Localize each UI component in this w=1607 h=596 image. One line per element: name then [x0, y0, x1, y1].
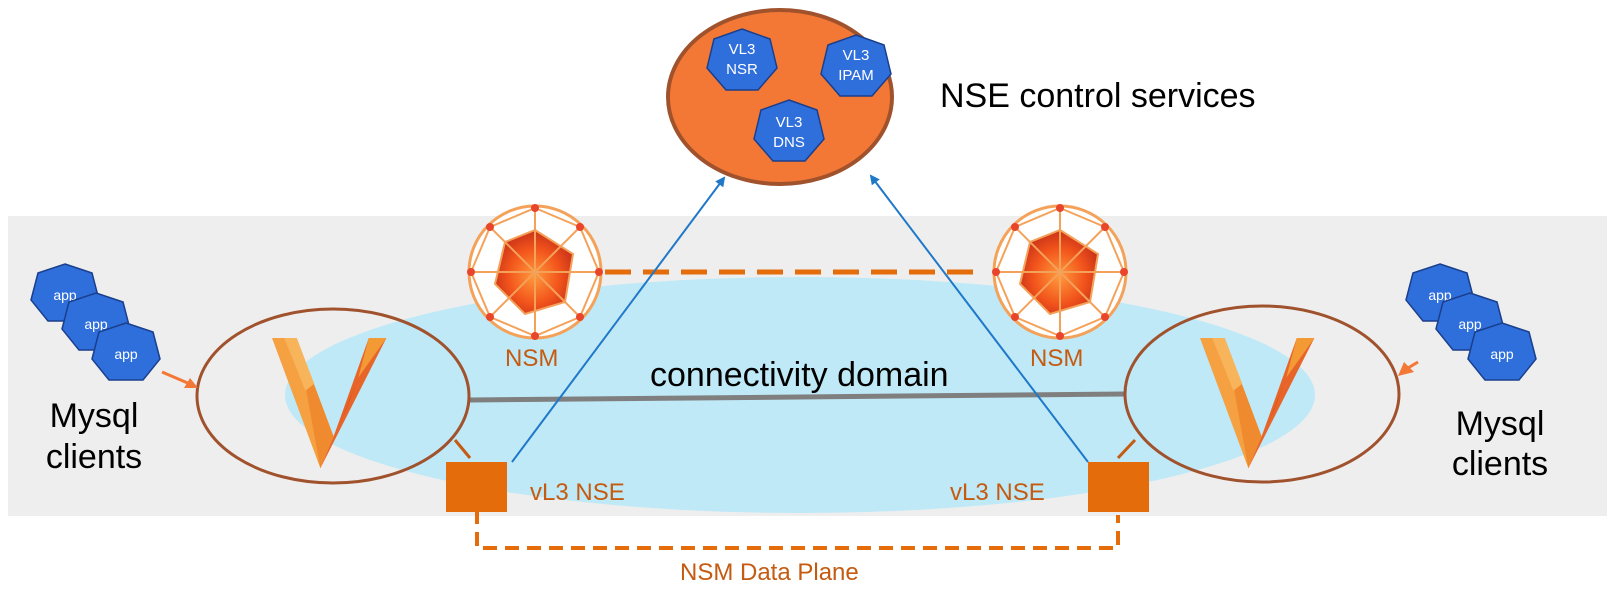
- left-clients-label-line2: clients: [46, 438, 142, 476]
- hexagon-icon: [706, 28, 778, 91]
- control-services-label: NSE control services: [940, 77, 1256, 115]
- hexagon-icon: [753, 99, 825, 162]
- left-client-arrow: [161, 370, 191, 386]
- hexagon-icon: [91, 322, 161, 381]
- right-client-arrowhead: [1398, 362, 1414, 376]
- data-plane-label: NSM Data Plane: [680, 559, 859, 586]
- left-client-arrowhead: [184, 378, 198, 388]
- left-clients-label-line1: Mysql: [50, 397, 139, 435]
- right-clients-label-line1: Mysql: [1456, 405, 1545, 443]
- service-label-line1: VL3: [729, 41, 756, 58]
- service-label-line1: VL3: [843, 47, 870, 64]
- service-label-line2: NSR: [726, 61, 758, 78]
- app-label: app: [84, 316, 108, 332]
- left-nse-connector: [453, 439, 472, 459]
- app-label: app: [1458, 316, 1482, 332]
- app-label: app: [53, 287, 77, 303]
- right-control-arrow: [869, 174, 1089, 463]
- right-nse-box: [1088, 462, 1149, 512]
- app-label: app: [1428, 287, 1452, 303]
- right-clients-label-line2: clients: [1452, 445, 1548, 483]
- nse-label-right: vL3 NSE: [950, 479, 1045, 506]
- connectivity-domain-label: connectivity domain: [650, 356, 949, 394]
- nse-label-left: vL3 NSE: [530, 479, 625, 506]
- service-vl3-ipam: VL3 IPAM: [820, 34, 892, 97]
- service-vl3-nsr: VL3 NSR: [706, 28, 778, 91]
- nsm-label-left: NSM: [505, 345, 558, 372]
- service-vl3-dns: VL3 DNS: [753, 99, 825, 162]
- right-nse-circle: [1123, 304, 1401, 484]
- hexagon-icon: [1467, 322, 1537, 381]
- left-app-stack: app app app: [30, 263, 161, 381]
- service-label-line1: VL3: [776, 114, 803, 131]
- nsm-label-right: NSM: [1030, 345, 1083, 372]
- geodesic-sphere-icon: [467, 204, 603, 340]
- hexagon-icon: [820, 34, 892, 97]
- right-nse-connector: [1116, 438, 1137, 460]
- left-control-arrow: [511, 176, 726, 463]
- domain-connector-line: [469, 391, 1126, 403]
- nsm-data-plane-path: [475, 510, 1120, 550]
- service-label-line2: IPAM: [838, 67, 874, 84]
- left-nse-box: [446, 462, 507, 512]
- right-client-arrow: [1407, 360, 1419, 370]
- app-label: app: [114, 346, 138, 362]
- service-label-line2: DNS: [773, 134, 805, 151]
- geodesic-sphere-icon: [992, 204, 1128, 340]
- app-label: app: [1490, 346, 1514, 362]
- left-nse-circle: [195, 307, 471, 485]
- right-app-stack: app app app: [1405, 263, 1537, 381]
